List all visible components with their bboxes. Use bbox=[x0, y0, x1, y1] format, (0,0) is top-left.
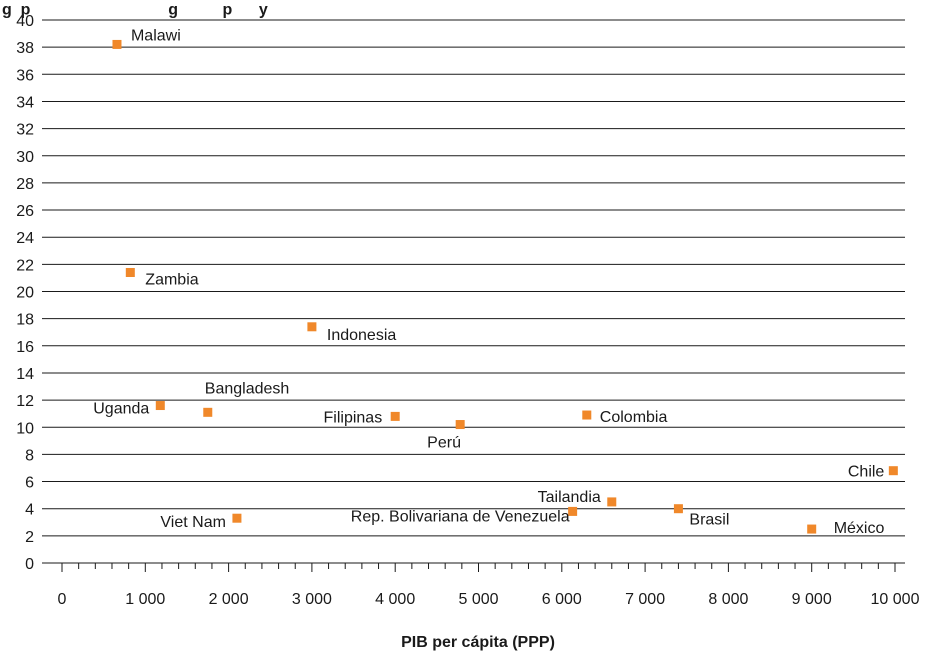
x-tick-label: 9 000 bbox=[792, 591, 832, 608]
x-tick-label: 6 000 bbox=[542, 591, 582, 608]
y-tick-label: 0 bbox=[25, 556, 34, 573]
cropped-header-text: g p g p y bbox=[2, 1, 268, 18]
y-tick-label: 16 bbox=[16, 339, 34, 356]
x-tick-label: 1 000 bbox=[125, 591, 165, 608]
y-tick-label: 26 bbox=[16, 203, 34, 220]
y-gridlines bbox=[42, 19, 905, 537]
x-tick-label: 10 000 bbox=[871, 591, 920, 608]
x-tick-label: 4 000 bbox=[375, 591, 415, 608]
data-point-label: Brasil bbox=[689, 512, 729, 529]
y-tick-label: 4 bbox=[25, 502, 34, 519]
data-point-label: Colombia bbox=[600, 409, 668, 426]
data-point-label: Chile bbox=[848, 464, 885, 481]
data-point-marker bbox=[673, 504, 683, 514]
data-point-marker bbox=[455, 420, 465, 430]
y-tick-label: 2 bbox=[25, 529, 34, 546]
data-point-label: Viet Nam bbox=[160, 514, 226, 531]
data-point-marker bbox=[390, 411, 400, 421]
data-point-marker bbox=[582, 410, 592, 420]
y-tick-label: 12 bbox=[16, 393, 34, 410]
data-point-marker bbox=[203, 407, 213, 417]
y-tick-label: 30 bbox=[16, 149, 34, 166]
data-point-label: Filipinas bbox=[324, 409, 383, 426]
y-tick-label: 38 bbox=[16, 40, 34, 57]
data-point-label: Rep. Bolivariana de Venezuela bbox=[351, 508, 570, 525]
x-tick-label: 8 000 bbox=[708, 591, 748, 608]
data-point-label: Tailandia bbox=[538, 489, 601, 506]
data-point-marker bbox=[807, 524, 817, 534]
data-point-label: Indonesia bbox=[327, 327, 396, 344]
data-point-marker bbox=[112, 39, 122, 49]
x-tick-label: 2 000 bbox=[209, 591, 249, 608]
data-point-marker bbox=[888, 466, 898, 476]
y-tick-label: 28 bbox=[16, 176, 34, 193]
x-tick-label: 3 000 bbox=[292, 591, 332, 608]
x-tick-label: 5 000 bbox=[458, 591, 498, 608]
x-axis-title: PIB per cápita (PPP) bbox=[401, 634, 555, 651]
x-axis: 0 1 000 2 000 3 000 4 000 5 000 6 000 7 000 8 00… bbox=[42, 562, 920, 608]
data-point-label: Malawi bbox=[131, 27, 181, 44]
y-tick-label: 24 bbox=[16, 230, 34, 247]
y-tick-label: 10 bbox=[16, 420, 34, 437]
data-point-marker bbox=[232, 513, 242, 523]
data-point-label: México bbox=[834, 520, 885, 537]
data-points bbox=[112, 39, 898, 534]
data-point-marker bbox=[568, 506, 578, 516]
y-tick-label: 14 bbox=[16, 366, 34, 383]
data-point-label: Bangladesh bbox=[205, 380, 290, 397]
data-point-marker bbox=[307, 322, 317, 332]
data-point-label: Perú bbox=[427, 435, 461, 452]
y-tick-label: 18 bbox=[16, 312, 34, 329]
y-tick-label: 8 bbox=[25, 447, 34, 464]
data-point-marker bbox=[125, 267, 135, 277]
y-tick-label: 6 bbox=[25, 475, 34, 492]
y-tick-label: 36 bbox=[16, 67, 34, 84]
y-tick-label: 34 bbox=[16, 94, 34, 111]
x-tick-label: 7 000 bbox=[625, 591, 665, 608]
y-tick-label: 20 bbox=[16, 285, 34, 302]
data-point-marker bbox=[607, 497, 617, 507]
x-tick-label: 0 bbox=[58, 591, 67, 608]
data-point-marker bbox=[155, 401, 165, 411]
data-point-label: Zambia bbox=[145, 271, 198, 288]
y-tick-label: 22 bbox=[16, 257, 34, 274]
y-tick-label: 32 bbox=[16, 122, 34, 139]
y-tick-label: 40 bbox=[16, 13, 34, 30]
data-point-label: Uganda bbox=[93, 401, 149, 418]
